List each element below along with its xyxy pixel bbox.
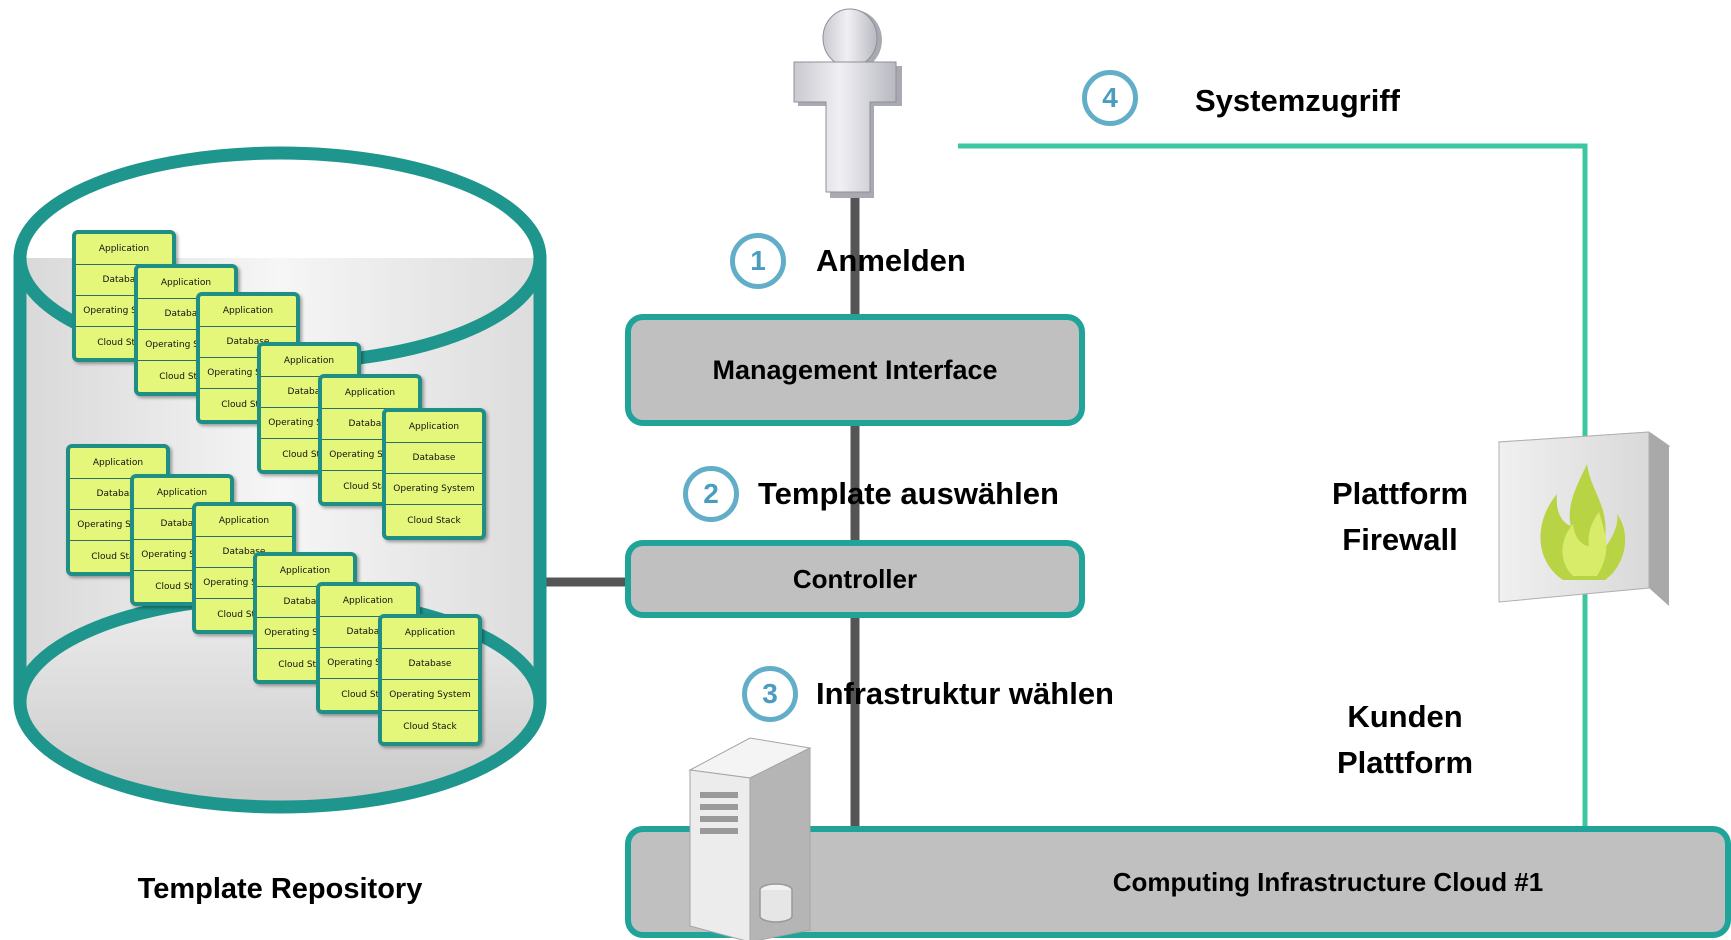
template-card-row: Operating System (196, 568, 292, 599)
step-4-marker: 4 (1082, 70, 1138, 126)
template-card-row: Database (70, 479, 166, 510)
template-card-row: Database (386, 443, 482, 474)
template-card-row: Application (196, 506, 292, 537)
template-card-row: Operating System (200, 358, 296, 389)
template-card-row: Database (322, 409, 418, 440)
repository-label: Template Repository (137, 873, 423, 905)
controller-box: Controller (625, 540, 1085, 618)
step-1-label: Anmelden (816, 243, 966, 278)
template-card-row: Operating System (382, 680, 478, 711)
template-card-row: Database (261, 377, 357, 408)
template-card-row: Operating System (134, 540, 230, 571)
template-card-row: Operating System (386, 474, 482, 505)
template-card-row: Cloud Stack (403, 721, 457, 732)
template-card-row: Application (382, 618, 478, 649)
template-card-row: Operating System (261, 408, 357, 439)
firewall-label-line2: Firewall (1342, 522, 1458, 557)
step-3-label: Infrastruktur wählen (816, 676, 1114, 711)
template-card-row: Cloud Stack (221, 399, 275, 410)
firewall-icon (1497, 431, 1671, 606)
step-2-label: Template auswählen (758, 476, 1059, 511)
template-card-row: Database (257, 587, 353, 618)
template-card-row: Cloud Stack (278, 659, 332, 670)
template-card-row: Database (320, 617, 416, 648)
template-card-row: Cloud Stack (159, 371, 213, 382)
template-card-row: Cloud Stack (282, 449, 336, 460)
template-card-row: Application (320, 586, 416, 617)
template-card-row: Application (200, 296, 296, 327)
template-card-row: Cloud Stack (343, 481, 397, 492)
template-card-row: Operating System (70, 510, 166, 541)
step-2-marker: 2 (683, 466, 739, 522)
template-card-row: Database (382, 649, 478, 680)
step-4-label: Systemzugriff (1195, 83, 1400, 118)
template-card-row: Cloud Stack (407, 515, 461, 526)
step-3-marker: 3 (742, 666, 798, 722)
customer-platform-label-line2: Plattform (1336, 745, 1474, 780)
user-icon (793, 8, 902, 198)
management-interface-box: Management Interface (625, 314, 1085, 426)
template-card-row: Operating System (322, 440, 418, 471)
template-card-row: Cloud Stack (155, 581, 209, 592)
firewall-label-line1: Plattform (1331, 476, 1469, 511)
template-card-row: Operating System (257, 618, 353, 649)
template-card-row: Application (261, 346, 357, 377)
template-card-row: Application (386, 412, 482, 443)
step-1-marker: 1 (730, 233, 786, 289)
template-card-row: Database (196, 537, 292, 568)
template-card-row: Application (70, 448, 166, 479)
template-card-row: Cloud Stack (217, 609, 271, 620)
template-card-row: Cloud Stack (341, 689, 395, 700)
customer-platform-label-line1: Kunden (1347, 699, 1463, 734)
template-card-row: Application (76, 234, 172, 265)
system-access-line (958, 143, 1588, 832)
template-card-row: Application (257, 556, 353, 587)
template-card-row: Cloud Stack (91, 551, 145, 562)
template-card-row: Application (134, 478, 230, 509)
template-card-row: Operating System (320, 648, 416, 679)
server-icon (688, 737, 812, 940)
template-card-row: Application (322, 378, 418, 409)
template-card-row: Database (134, 509, 230, 540)
